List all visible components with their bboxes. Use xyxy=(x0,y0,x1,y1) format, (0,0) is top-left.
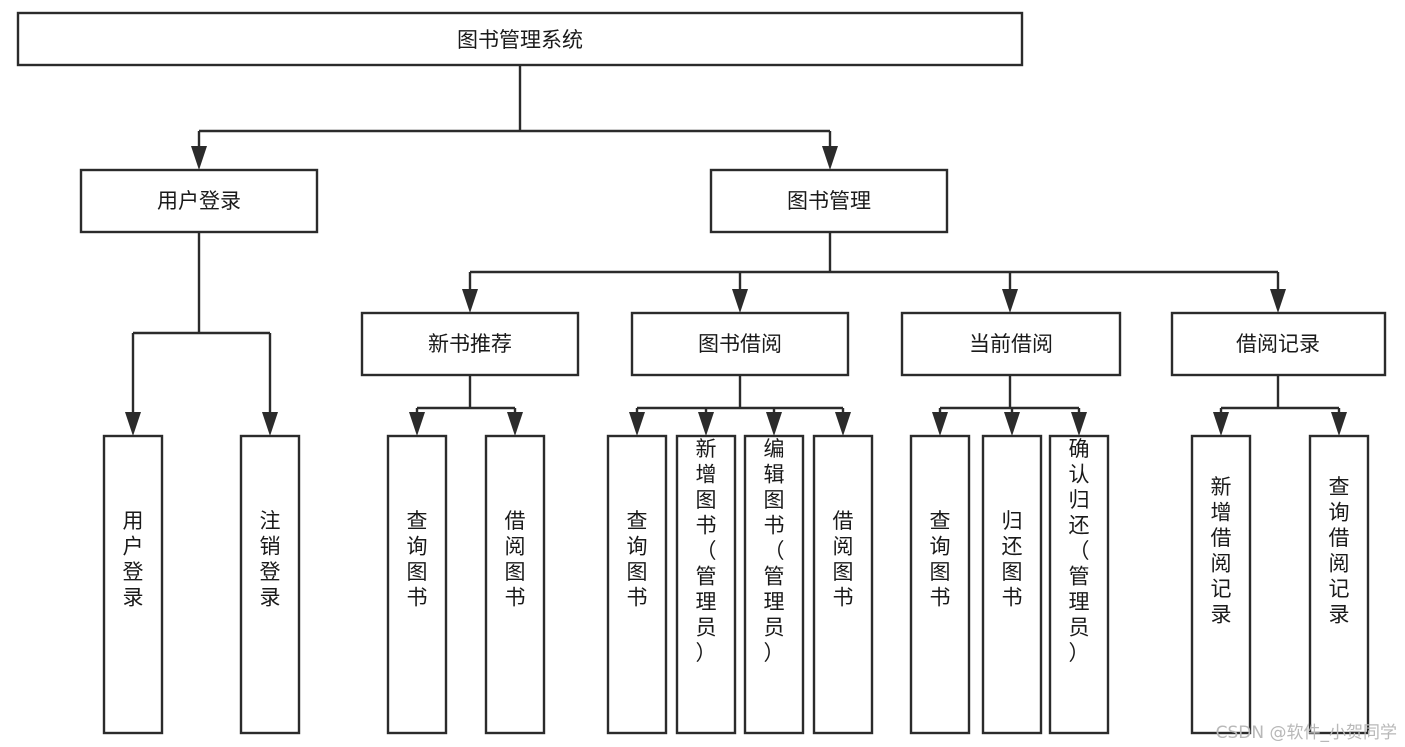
connector-layer xyxy=(125,65,1347,436)
current-borrow-box[interactable] xyxy=(900,311,1122,377)
arrow-nb-to-borrow-book xyxy=(507,412,523,436)
arrow-cb-to-return-book xyxy=(1004,412,1020,436)
arrow-root-to-user-login xyxy=(191,146,207,170)
leaf-cb-query-book-box[interactable] xyxy=(909,434,971,735)
borrow-record-box[interactable] xyxy=(1170,311,1387,377)
edge-new-book-trunk xyxy=(415,375,517,418)
arrow-bb-to-edit-book xyxy=(766,412,782,436)
book-management-label: 图书管理 xyxy=(787,189,871,213)
leaf-bb-query-book[interactable]: 查询图书 xyxy=(606,434,668,735)
leaf-cb-return-book-label: 归还图书 xyxy=(1002,509,1023,610)
leaf-br-add-record[interactable]: 新增借阅记录 xyxy=(1190,434,1252,735)
leaf-bb-borrow-book[interactable]: 借阅图书 xyxy=(812,434,874,735)
root-label: 图书管理系统 xyxy=(457,28,583,52)
leaf-br-query-record-label: 查询借阅记录 xyxy=(1329,475,1350,627)
user-login-box[interactable] xyxy=(79,168,319,234)
leaf-cb-return-book-box[interactable] xyxy=(981,434,1043,735)
leaf-cb-return-book[interactable]: 归还图书 xyxy=(981,434,1043,735)
leaf-bb-edit-book[interactable]: 编辑图书（管理员） xyxy=(743,434,805,735)
leaf-logout-label: 注销登录 xyxy=(260,509,281,610)
user-login-label: 用户登录 xyxy=(157,189,241,213)
current-borrow-label: 当前借阅 xyxy=(969,332,1053,356)
arrow-to-new-book-recommend xyxy=(462,289,478,313)
leaf-br-query-record[interactable]: 查询借阅记录 xyxy=(1308,434,1370,735)
leaf-nb-borrow-book-label: 借阅图书 xyxy=(505,509,526,610)
leaf-br-add-record-label: 新增借阅记录 xyxy=(1211,475,1232,627)
book-borrow-box[interactable] xyxy=(630,311,850,377)
leaf-bb-add-book-label: 新增图书（管理员） xyxy=(696,437,717,665)
arrow-to-current-borrow xyxy=(1002,289,1018,313)
edge-user-login-trunk xyxy=(131,232,272,418)
arrow-br-to-add-record xyxy=(1213,412,1229,436)
leaf-bb-add-book[interactable]: 新增图书（管理员） xyxy=(675,434,737,735)
new-book-recommend-box[interactable] xyxy=(360,311,580,377)
leaf-logout-box[interactable] xyxy=(239,434,301,735)
node-root[interactable]: 图书管理系统 xyxy=(16,11,1024,67)
arrow-to-borrow-record xyxy=(1270,289,1286,313)
arrow-bb-to-borrow-book xyxy=(835,412,851,436)
leaf-nb-borrow-book-box[interactable] xyxy=(484,434,546,735)
leaf-bb-edit-book-box[interactable] xyxy=(743,434,805,735)
leaf-nb-borrow-book[interactable]: 借阅图书 xyxy=(484,434,546,735)
node-new-book-recommend[interactable]: 新书推荐 xyxy=(360,311,580,377)
leaf-bb-borrow-book-label: 借阅图书 xyxy=(833,509,854,610)
arrow-cb-to-confirm-return xyxy=(1071,412,1087,436)
leaf-user-login[interactable]: 用户登录 xyxy=(102,434,164,735)
edge-book-manage-trunk xyxy=(468,232,1280,296)
leaf-bb-borrow-book-box[interactable] xyxy=(812,434,874,735)
leaf-cb-confirm-return[interactable]: 确认归还（管理员） xyxy=(1048,434,1110,735)
node-current-borrow[interactable]: 当前借阅 xyxy=(900,311,1122,377)
edge-borrow-record-trunk xyxy=(1219,375,1341,418)
arrow-bb-to-add-book xyxy=(698,412,714,436)
arrow-bb-to-query-book xyxy=(629,412,645,436)
arrow-br-to-query-record xyxy=(1331,412,1347,436)
arrow-nb-to-query-book xyxy=(409,412,425,436)
new-book-recommend-label: 新书推荐 xyxy=(428,332,512,356)
arrow-to-user-login-leaf xyxy=(125,412,141,436)
leaf-user-login-box[interactable] xyxy=(102,434,164,735)
book-borrow-label: 图书借阅 xyxy=(698,332,782,356)
leaf-br-query-record-box[interactable] xyxy=(1308,434,1370,735)
leaf-cb-query-book-label: 查询图书 xyxy=(930,509,951,610)
arrow-to-logout-leaf xyxy=(262,412,278,436)
arrow-root-to-book-manage xyxy=(822,146,838,170)
node-book-borrow[interactable]: 图书借阅 xyxy=(630,311,850,377)
leaf-cb-query-book[interactable]: 查询图书 xyxy=(909,434,971,735)
leaf-bb-query-book-box[interactable] xyxy=(606,434,668,735)
borrow-record-label: 借阅记录 xyxy=(1236,332,1320,356)
leaf-bb-add-book-box[interactable] xyxy=(675,434,737,735)
leaf-nb-query-book[interactable]: 查询图书 xyxy=(386,434,448,735)
leaf-br-add-record-box[interactable] xyxy=(1190,434,1252,735)
leaf-cb-confirm-return-box[interactable] xyxy=(1048,434,1110,735)
leaf-nb-query-book-label: 查询图书 xyxy=(407,509,428,610)
csdn-watermark: CSDN @软件_小贺同学 xyxy=(1215,723,1397,743)
edge-current-borrow-trunk xyxy=(938,375,1081,418)
root-box[interactable] xyxy=(16,11,1024,67)
leaf-cb-confirm-return-label: 确认归还（管理员） xyxy=(1069,437,1090,665)
leaf-nb-query-book-box[interactable] xyxy=(386,434,448,735)
arrow-cb-to-query-book xyxy=(932,412,948,436)
leaf-bb-query-book-label: 查询图书 xyxy=(627,509,648,610)
leaf-user-login-label: 用户登录 xyxy=(123,509,144,610)
leaf-bb-edit-book-label: 编辑图书（管理员） xyxy=(764,437,785,665)
book-management-box[interactable] xyxy=(709,168,949,234)
edge-root-trunk xyxy=(197,65,832,152)
node-borrow-record[interactable]: 借阅记录 xyxy=(1170,311,1387,377)
node-book-management[interactable]: 图书管理 xyxy=(709,168,949,234)
leaf-logout[interactable]: 注销登录 xyxy=(239,434,301,735)
arrow-to-book-borrow xyxy=(732,289,748,313)
edge-book-borrow-trunk xyxy=(635,375,845,418)
node-user-login[interactable]: 用户登录 xyxy=(79,168,319,234)
